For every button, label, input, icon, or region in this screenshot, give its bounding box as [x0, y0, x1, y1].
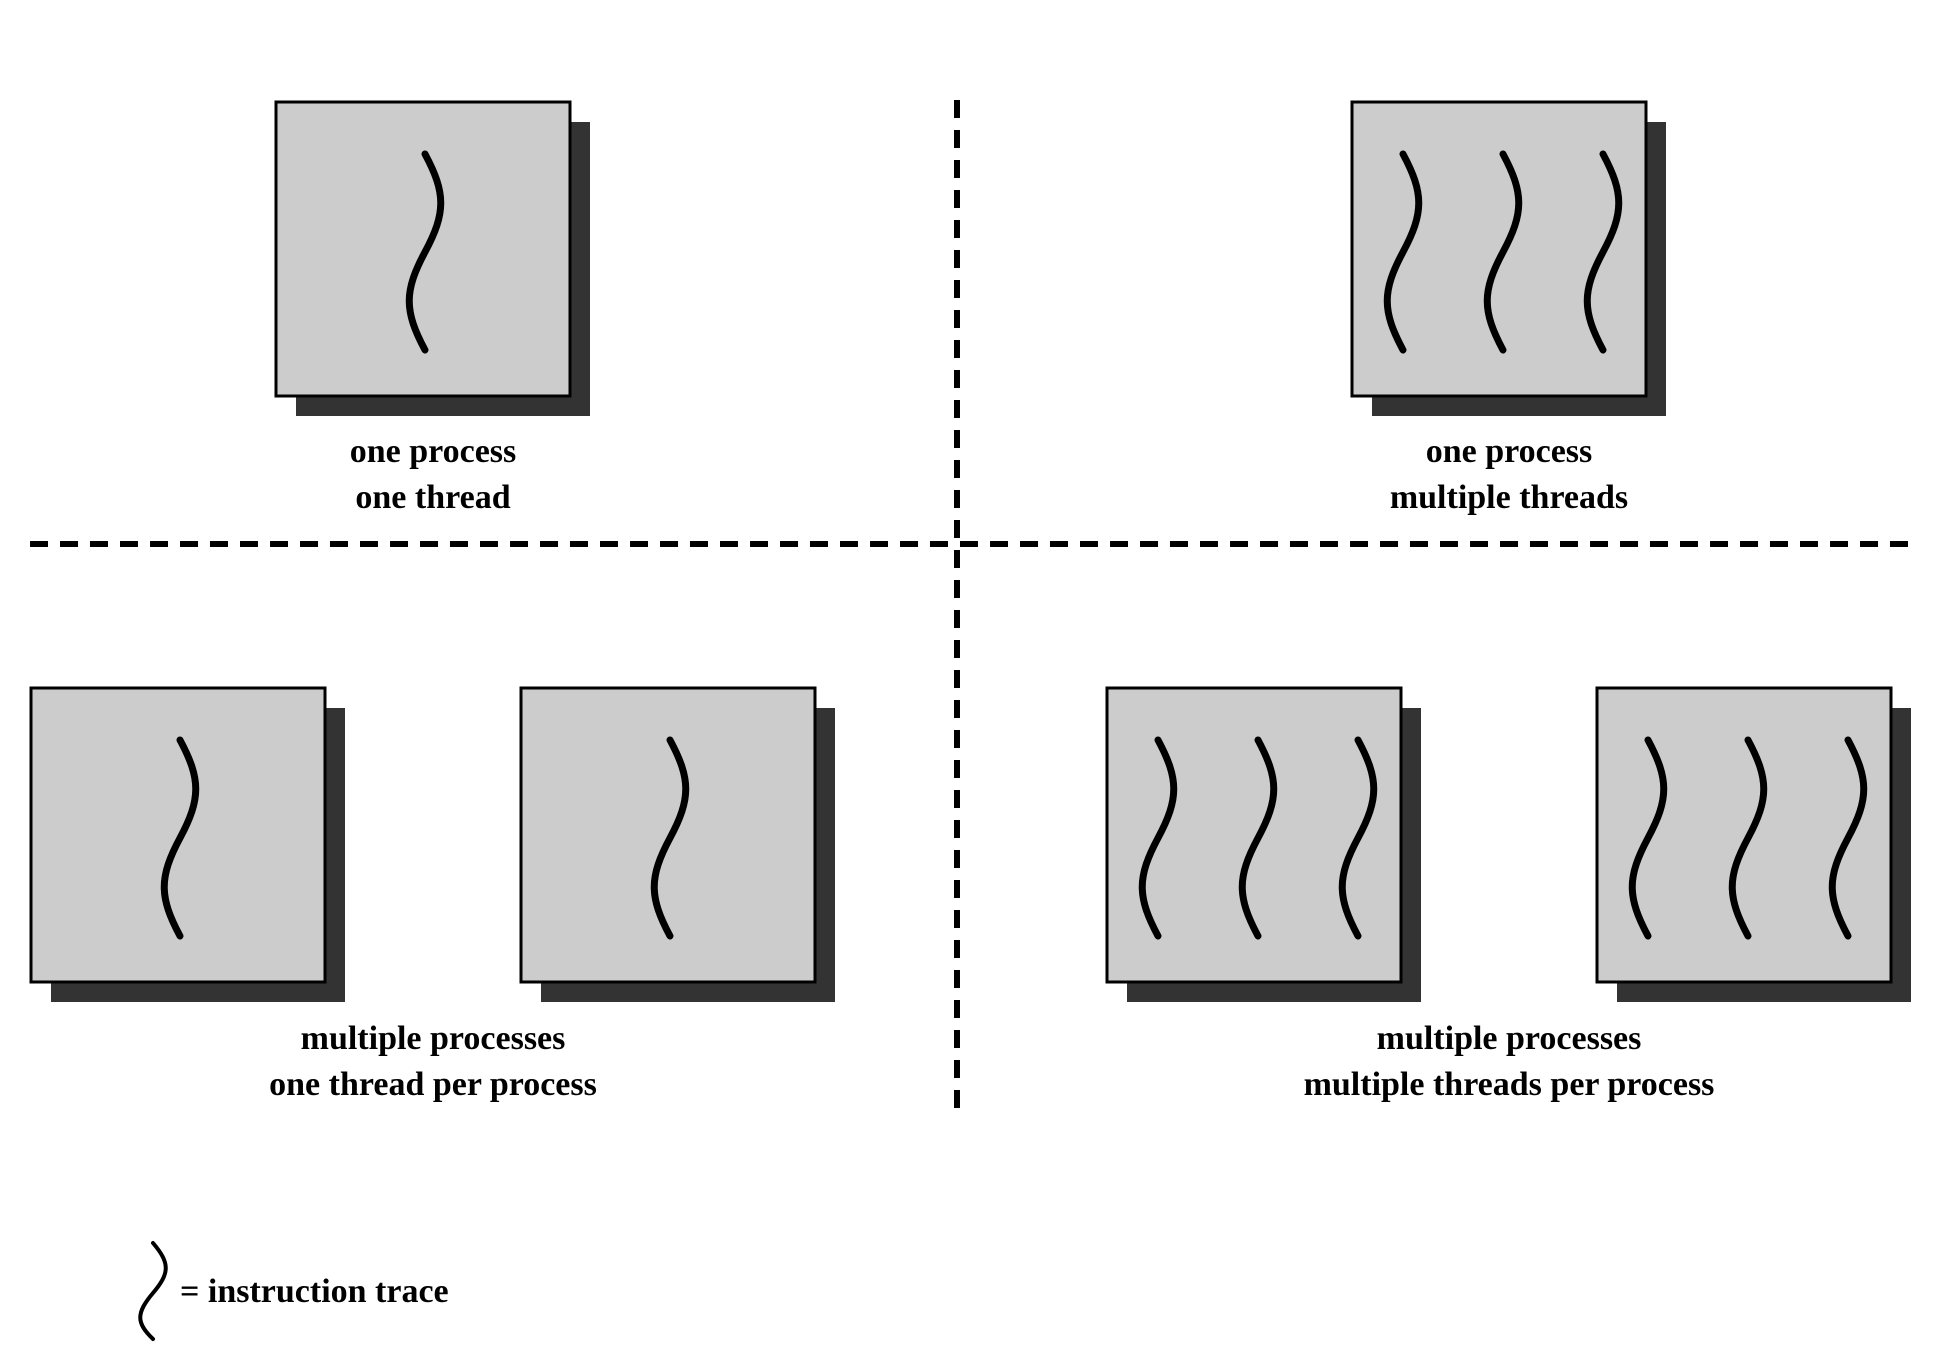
panel-one-process-one-thread: one process one thread	[274, 100, 590, 516]
thread-trace-icon	[1828, 736, 1868, 940]
thread-trace-icon	[160, 736, 200, 940]
panel-caption-line-1: one process	[350, 433, 517, 470]
thread-trace-icon	[1583, 150, 1623, 354]
thread-trace-icon	[1728, 736, 1768, 940]
process-box	[274, 100, 590, 416]
thread-trace-icon	[1628, 736, 1668, 940]
legend-label: = instruction trace	[180, 1273, 449, 1310]
thread-trace-icon	[1138, 736, 1178, 940]
process-box	[1350, 100, 1666, 416]
thread-trace-icon	[1483, 150, 1523, 354]
process-box	[29, 686, 345, 1002]
panel-caption-line-2: multiple threads	[1390, 479, 1628, 516]
panel-caption-line-1: multiple processes	[301, 1020, 566, 1057]
legend: = instruction trace	[138, 1241, 449, 1341]
process-box	[1595, 686, 1911, 1002]
panel-multiple-processes-one-thread-per-process: multiple processes one thread per proces…	[29, 686, 835, 1103]
panel-multiple-processes-multiple-threads-per-process: multiple processes multiple threads per …	[1105, 686, 1911, 1103]
panel-caption-line-1: one process	[1426, 433, 1593, 470]
panel-caption-line-2: one thread per process	[269, 1066, 597, 1103]
instruction-trace-icon	[138, 1241, 168, 1341]
panel-caption-line-2: one thread	[355, 479, 510, 516]
process-box	[1105, 686, 1421, 1002]
process-box	[519, 686, 835, 1002]
panel-caption-line-2: multiple threads per process	[1304, 1066, 1715, 1103]
thread-trace-icon	[650, 736, 690, 940]
panel-caption-line-1: multiple processes	[1377, 1020, 1642, 1057]
thread-trace-icon	[1238, 736, 1278, 940]
thread-trace-icon	[405, 150, 445, 354]
thread-trace-icon	[1338, 736, 1378, 940]
panel-one-process-multiple-threads: one process multiple threads	[1350, 100, 1666, 516]
thread-trace-icon	[1383, 150, 1423, 354]
